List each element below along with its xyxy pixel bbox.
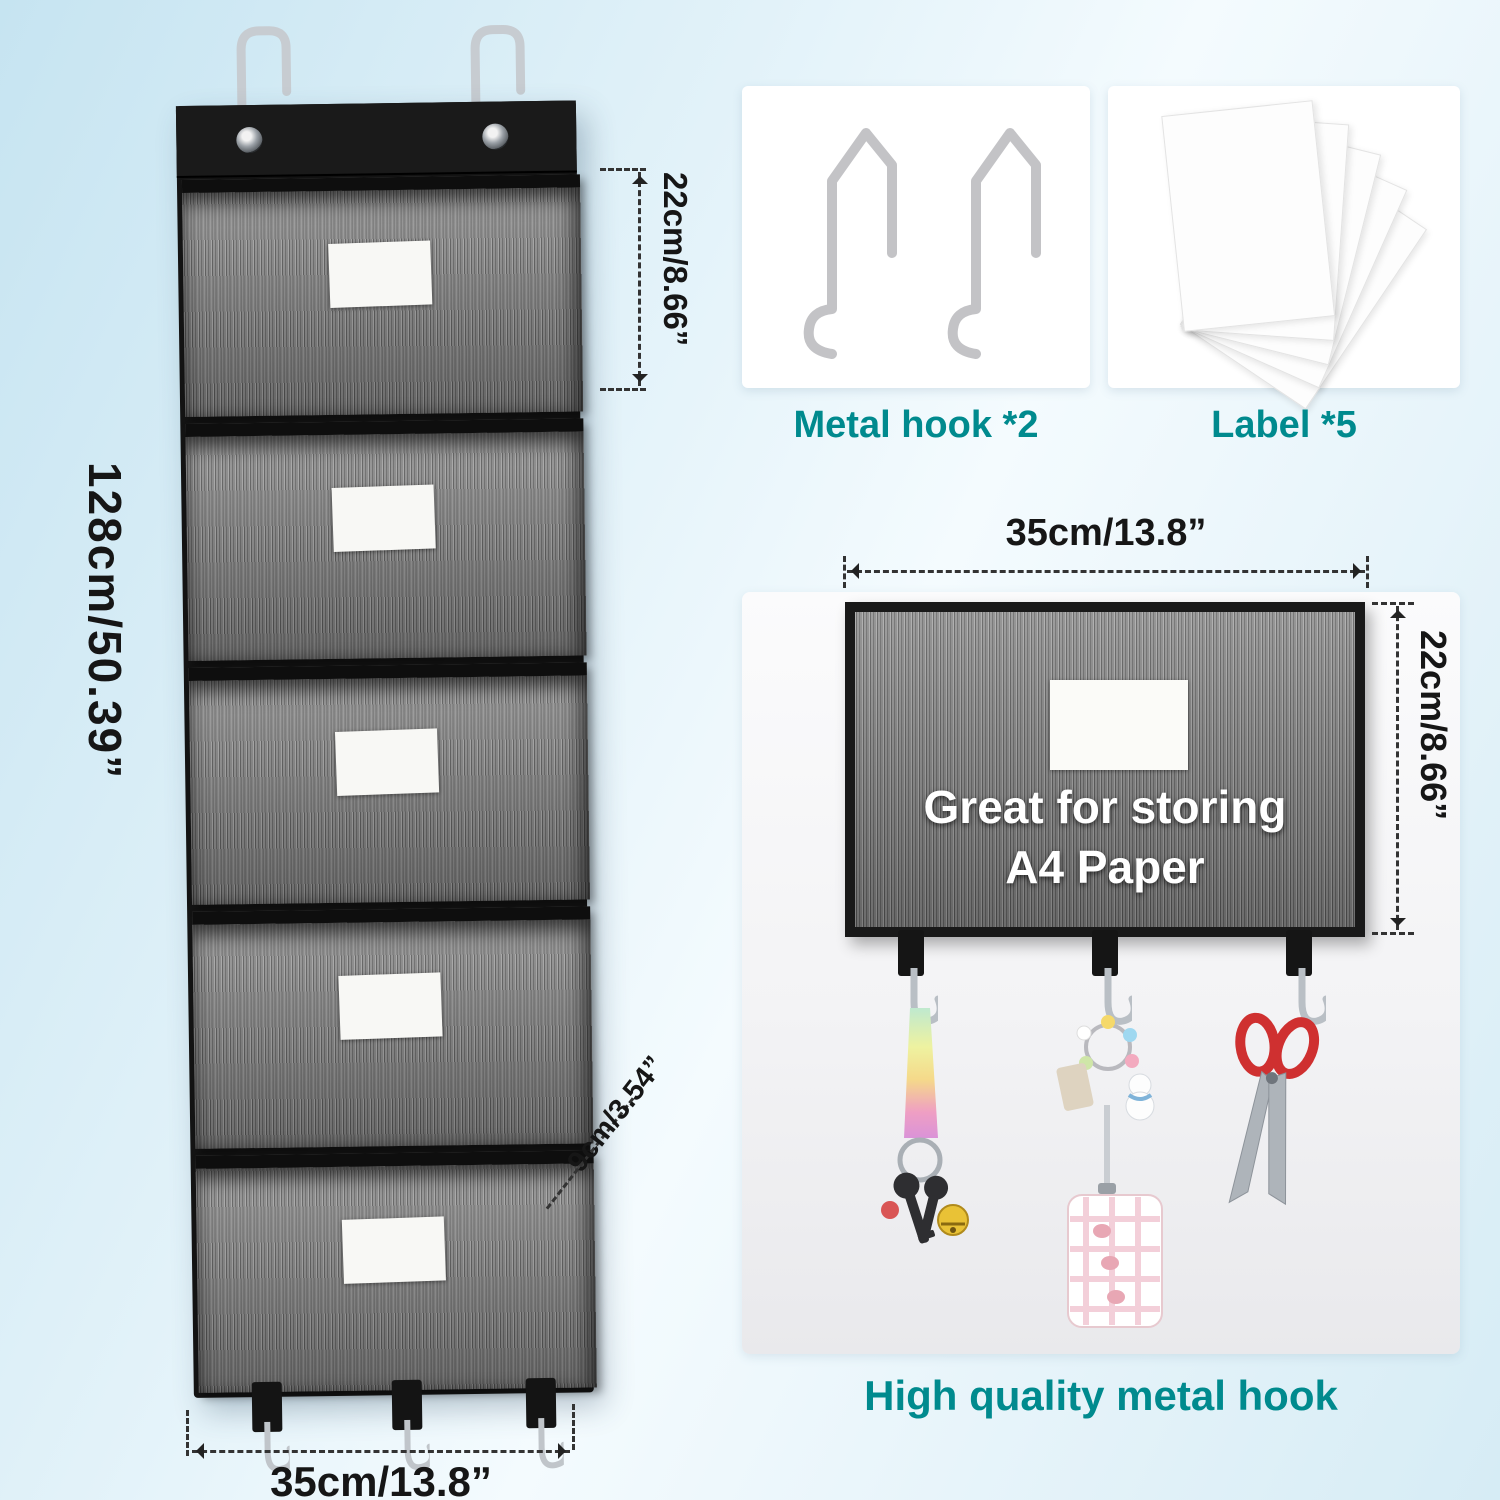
pocket-label-card <box>341 1216 446 1284</box>
metal-hook-caption: Metal hook *2 <box>793 404 1039 446</box>
label-card <box>1161 100 1336 332</box>
organizer-pocket <box>192 906 594 1149</box>
over-door-hook-icon <box>236 26 292 133</box>
keychain-icon <box>881 1008 969 1244</box>
dim-line-closeup-height <box>1390 606 1406 930</box>
dim-line-closeup-width <box>847 563 1365 579</box>
organizer-pocket <box>195 1150 597 1393</box>
dim-tick <box>186 1410 189 1456</box>
over-door-hook-icon <box>470 24 526 132</box>
label-panel <box>1108 86 1460 410</box>
dim-label-closeup-height: 22cm/8.66” <box>1413 630 1454 821</box>
pocket-label-card <box>331 484 436 552</box>
dim-label-closeup-width: 35cm/13.8” <box>1005 512 1207 554</box>
pocket-label-card <box>338 972 443 1040</box>
j-hook-icon <box>1104 968 1132 1025</box>
closeup-pocket: Great for storing A4 Paper <box>845 602 1365 937</box>
hook-quality-caption: High quality metal hook <box>864 1372 1338 1419</box>
j-hook-icon <box>1298 968 1326 1025</box>
metal-hook-panel <box>742 86 1090 388</box>
organizer-back-panel <box>175 100 597 1398</box>
dim-tick <box>600 168 646 171</box>
pocket-label-card <box>334 728 440 796</box>
dim-tick <box>1366 556 1369 588</box>
pocket-label-card <box>1050 680 1188 770</box>
overlay-text-line1: Great for storing <box>923 781 1287 833</box>
label-caption: Label *5 <box>1211 404 1357 446</box>
j-hook-icon <box>264 1421 291 1473</box>
grommet-icon <box>236 126 263 154</box>
bell-icon <box>937 1204 969 1236</box>
door-organizer <box>175 15 626 1500</box>
dim-tick <box>843 556 846 588</box>
charm-card-icon <box>1056 1015 1163 1328</box>
scissors-icon <box>1228 1012 1320 1206</box>
j-hook-icon <box>538 1417 565 1469</box>
dim-tick <box>1372 932 1414 935</box>
overlay-text-line2: A4 Paper <box>1005 841 1205 893</box>
dim-tick <box>600 388 646 391</box>
j-hook-icon <box>404 1419 431 1471</box>
dim-line-organizer-width <box>192 1443 570 1459</box>
metal-hook-icon <box>803 128 897 359</box>
dim-line-pocket-height <box>632 172 648 386</box>
dim-tick <box>572 1404 575 1450</box>
grommet-icon <box>482 123 509 150</box>
dim-tick <box>1372 602 1414 605</box>
dim-label-organizer-height: 128cm/50.39” <box>79 462 131 781</box>
organizer-pocket <box>185 418 587 661</box>
organizer-header-band <box>175 100 577 179</box>
organizer-pocket <box>181 174 584 417</box>
metal-hook-icon <box>947 128 1041 359</box>
pocket-label-card <box>328 240 433 308</box>
organizer-pocket <box>188 662 590 905</box>
dim-label-pocket-height: 22cm/8.66” <box>657 172 694 347</box>
dim-label-organizer-width: 35cm/13.8” <box>270 1458 492 1500</box>
